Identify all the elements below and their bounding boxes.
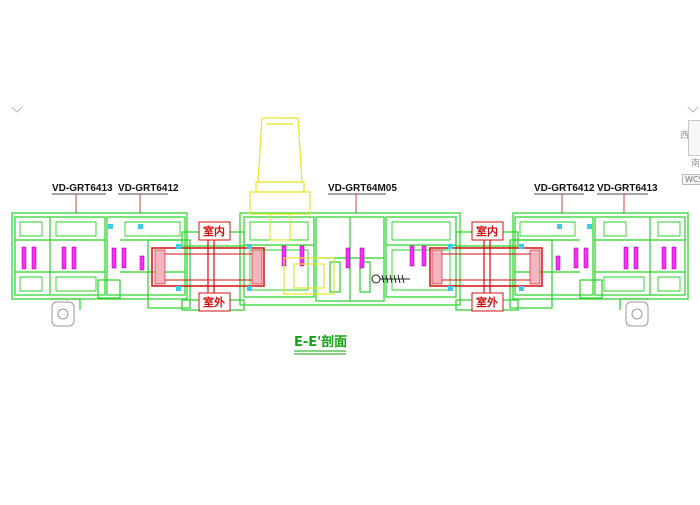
gaskets — [108, 224, 592, 291]
callout-right-outer: VD-GRT6413 — [597, 183, 658, 213]
viewcube[interactable]: 西 南 WCS — [680, 110, 700, 190]
zone-label-left-interior: 室内 — [198, 221, 231, 241]
viewcube-face[interactable] — [688, 120, 700, 156]
svg-text:VD-GRT6412: VD-GRT6412 — [118, 183, 179, 194]
zone-label-right-interior: 室内 — [471, 221, 504, 241]
callout-center: VD-GRT64M05 — [328, 183, 397, 213]
zone-label-left-exterior: 室外 — [198, 292, 231, 312]
svg-text:VD-GRT6413: VD-GRT6413 — [597, 183, 658, 194]
frame-profile — [11, 212, 689, 311]
roller-right — [625, 301, 649, 327]
svg-text:室内: 室内 — [203, 224, 225, 238]
glass-unit-left — [151, 240, 265, 300]
thermal-breaks — [21, 245, 677, 271]
roller-left — [51, 301, 75, 327]
corner-mark — [11, 106, 699, 113]
svg-text:室外: 室外 — [476, 295, 498, 309]
svg-text:E-E'剖面: E-E'剖面 — [294, 334, 347, 350]
zone-label-right-exterior: 室外 — [471, 292, 504, 312]
handle — [249, 117, 335, 295]
svg-text:VD-GRT6412: VD-GRT6412 — [534, 183, 595, 194]
wcs-menu-button[interactable]: WCS — [682, 174, 700, 185]
viewcube-south-label: 南 — [691, 159, 700, 169]
svg-text:VD-GRT64M05: VD-GRT64M05 — [328, 183, 397, 194]
glass-unit-right — [429, 240, 543, 300]
section-caption: E-E'剖面 — [294, 334, 347, 355]
callout-left-inner: VD-GRT6412 — [118, 183, 179, 213]
svg-text:室内: 室内 — [476, 224, 498, 238]
callout-left-outer: VD-GRT6413 — [52, 183, 113, 213]
viewcube-west-label: 西 — [680, 131, 690, 141]
svg-text:VD-GRT6413: VD-GRT6413 — [52, 183, 113, 194]
callout-right-inner: VD-GRT6412 — [534, 183, 595, 213]
screw — [371, 274, 410, 284]
svg-text:室外: 室外 — [203, 295, 225, 309]
